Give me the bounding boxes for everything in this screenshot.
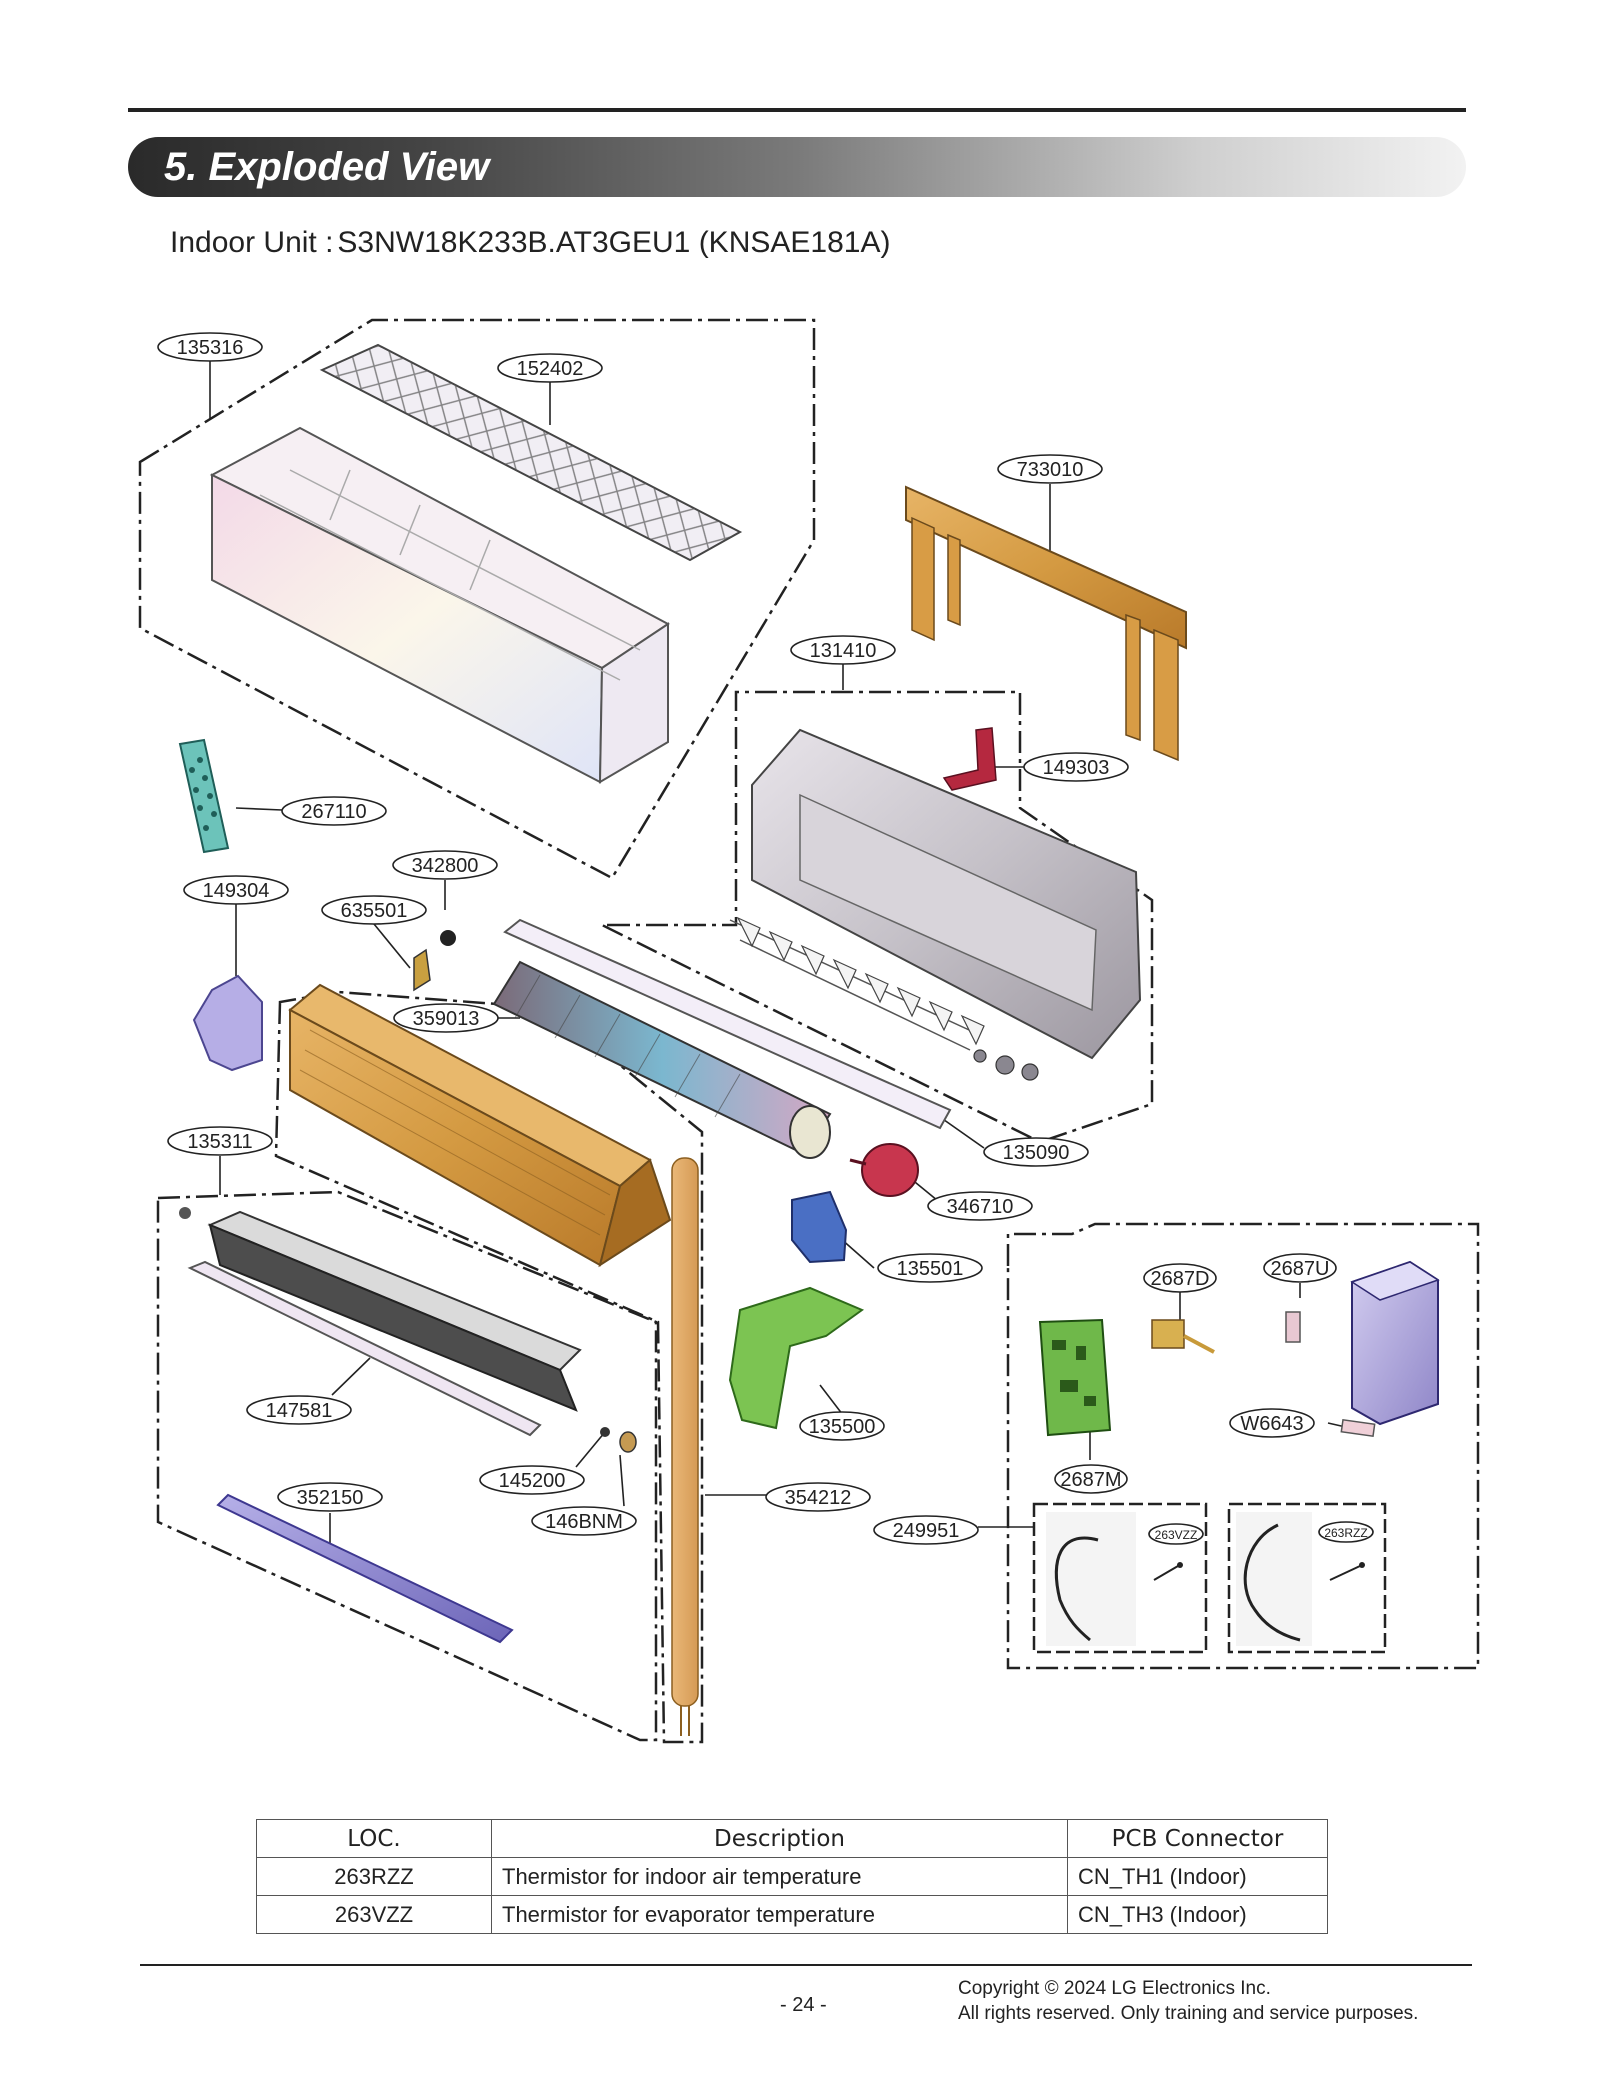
subtitle-label: Indoor Unit : [170, 226, 334, 259]
copyright: Copyright © 2024 LG Electronics Inc. All… [958, 1976, 1418, 2026]
drain-pan [179, 1207, 582, 1412]
label-354212: 354212 [785, 1487, 852, 1509]
callouts [157, 332, 1374, 1545]
louver [187, 1260, 542, 1437]
header-pcb-connector: PCB Connector [1067, 1819, 1328, 1858]
label-346710: 346710 [947, 1196, 1014, 1218]
bottom-rule [140, 1964, 1472, 1966]
evaporator [288, 983, 672, 1268]
receiver-board [1285, 1311, 1301, 1343]
thermistor-vzz [1046, 1512, 1183, 1646]
header-description: Description [491, 1819, 1068, 1858]
green-duct [728, 1286, 865, 1430]
cell-loc: 263RZZ [256, 1857, 492, 1896]
connector-table: LOC. Description PCB Connector 263RZZ Th… [256, 1819, 1328, 1934]
label-2687U: 2687U [1271, 1258, 1330, 1280]
drain-pan-outline [156, 1190, 658, 1742]
thermistor-rzz-outline [1227, 1502, 1387, 1654]
chassis [729, 728, 1142, 1081]
cell-description: Thermistor for indoor air temperature [491, 1857, 1068, 1896]
label-2687M: 2687M [1060, 1469, 1121, 1491]
control-box [1350, 1260, 1440, 1426]
thermistor-rzz [1236, 1512, 1365, 1646]
table-row: 263VZZ Thermistor for evaporator tempera… [256, 1895, 1328, 1934]
label-145200: 145200 [499, 1470, 566, 1492]
exploded-view-diagram: 135316 152402 733010 131410 149303 26711… [138, 318, 1480, 1744]
copper-pipe [671, 1157, 699, 1736]
label-146BNM: 146BNM [545, 1511, 623, 1533]
subtitle: Indoor Unit :S3NW18K233B.AT3GEU1 (KNSAE1… [170, 226, 894, 260]
fan-motor [849, 1143, 919, 1197]
label-267110: 267110 [301, 801, 366, 823]
lower-rod [216, 1493, 514, 1644]
label-635501: 635501 [341, 900, 408, 922]
section-banner [128, 137, 1466, 197]
section-title: 5. Exploded View [164, 145, 490, 189]
small-bearing [440, 930, 456, 946]
label-135500: 135500 [809, 1416, 876, 1438]
remote-control [178, 738, 230, 854]
label-W6643: W6643 [1240, 1413, 1303, 1435]
table-header-row: LOC. Description PCB Connector [256, 1819, 1328, 1858]
label-352150: 352150 [297, 1487, 364, 1509]
front-panel-outline [138, 318, 816, 880]
cell-connector: CN_TH1 (Indoor) [1067, 1857, 1328, 1896]
label-359013: 359013 [413, 1008, 480, 1030]
label-135316: 135316 [177, 337, 244, 359]
cell-description: Thermistor for evaporator temperature [491, 1895, 1068, 1934]
small-gear [600, 1427, 610, 1437]
front-case [209, 426, 670, 784]
small-clip [413, 948, 431, 992]
label-249951: 249951 [893, 1520, 960, 1542]
label-263RZZ: 263RZZ [1324, 1526, 1367, 1540]
label-263VZZ: 263VZZ [1155, 1528, 1198, 1542]
copyright-line-2: All rights reserved. Only training and s… [958, 2003, 1419, 2024]
cross-flow-fan [492, 960, 832, 1159]
table-row: 263RZZ Thermistor for indoor air tempera… [256, 1857, 1328, 1896]
label-135090: 135090 [1003, 1142, 1070, 1164]
wire-board [1340, 1418, 1376, 1438]
label-135311: 135311 [187, 1131, 252, 1153]
filter-grille [319, 343, 743, 562]
top-rule [128, 108, 1466, 112]
label-2687D: 2687D [1151, 1268, 1210, 1290]
page-number: - 24 - [780, 1994, 827, 2016]
header-loc: LOC. [256, 1819, 492, 1858]
display-board [1151, 1319, 1215, 1354]
side-bracket [192, 974, 263, 1072]
small-bushing [619, 1431, 637, 1453]
red-bracket [942, 727, 997, 791]
motor-holder [791, 1190, 848, 1264]
subtitle-model: S3NW18K233B.AT3GEU1 (KNSAE181A) [337, 226, 891, 259]
thermistor-vzz-outline [1032, 1502, 1208, 1654]
cell-loc: 263VZZ [256, 1895, 492, 1934]
cell-connector: CN_TH3 (Indoor) [1067, 1895, 1328, 1934]
label-147581: 147581 [266, 1400, 333, 1422]
label-733010: 733010 [1017, 459, 1084, 481]
main-pcb [1038, 1318, 1112, 1437]
label-135501: 135501 [897, 1258, 964, 1280]
installation-plate [905, 485, 1187, 762]
label-131410: 131410 [810, 640, 877, 662]
evaporator-outline [274, 990, 704, 1744]
label-342800: 342800 [412, 855, 479, 877]
drain-piece [503, 918, 952, 1130]
label-152402: 152402 [517, 358, 584, 380]
electrical-outline [1006, 1222, 1480, 1670]
label-149303: 149303 [1043, 757, 1110, 779]
label-149304: 149304 [203, 880, 270, 902]
copyright-line-1: Copyright © 2024 LG Electronics Inc. [958, 1978, 1271, 1999]
